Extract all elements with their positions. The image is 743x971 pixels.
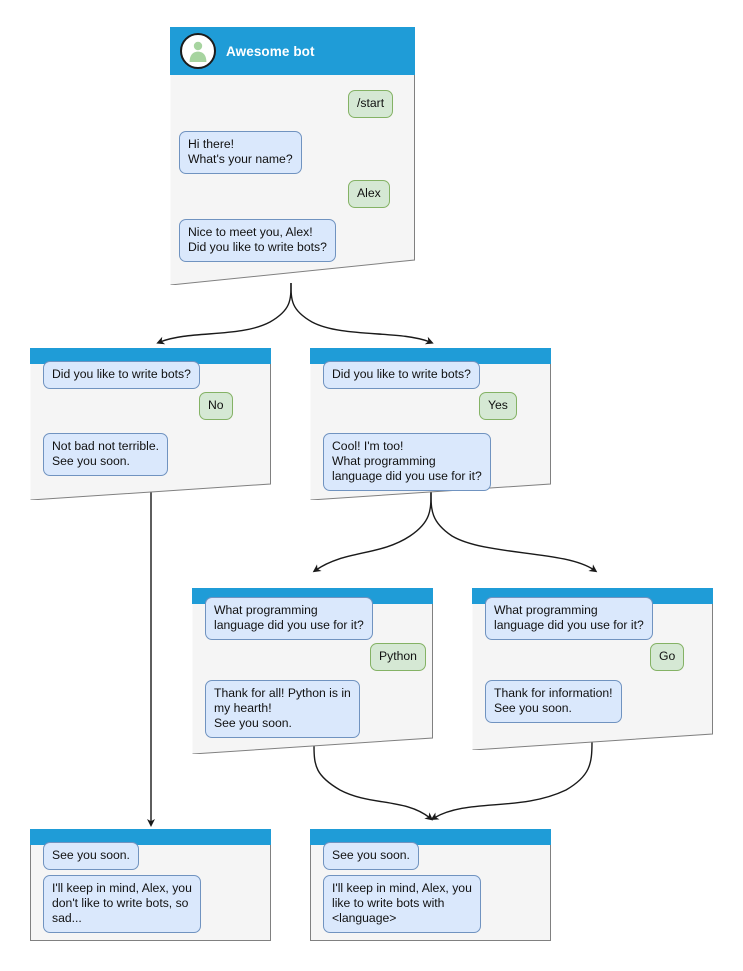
chat-window-end-sad[interactable]: See you soon. I'll keep in mind, Alex, y…: [30, 829, 271, 941]
message-bubble-bot: Not bad not terrible. See you soon.: [43, 433, 169, 476]
message-bubble-user: Yes: [479, 392, 517, 420]
window-header-bar: [30, 348, 271, 364]
message-bubble-user: Python: [370, 643, 426, 671]
message-bubble-user: Alex: [348, 180, 390, 208]
message-bubble-bot: Did you like to write bots?: [43, 361, 200, 389]
chat-window-go-branch[interactable]: What programming language did you use fo…: [472, 588, 713, 750]
edge-root-to-yes: [290, 282, 434, 345]
window-header-bar: Awesome bot: [170, 27, 415, 75]
window-header-bar: [310, 348, 551, 364]
message-bubble-bot: Nice to meet you, Alex! Did you like to …: [179, 219, 336, 262]
chat-window-no-branch[interactable]: Did you like to write bots? No Not bad n…: [30, 348, 271, 500]
message-bubble-user: Go: [650, 643, 685, 671]
message-bubble-user: /start: [348, 90, 394, 118]
message-bubble-bot: Did you like to write bots?: [323, 361, 480, 389]
edge-root-to-no: [156, 282, 292, 345]
message-bubble-bot: I'll keep in mind, Alex, you don't like …: [43, 875, 201, 933]
edge-python-to-end-happy: [313, 745, 434, 821]
message-bubble-user: No: [199, 392, 233, 420]
chat-window-yes-branch[interactable]: Did you like to write bots? Yes Cool! I'…: [310, 348, 551, 500]
message-bubble-bot: See you soon.: [43, 842, 139, 870]
chat-window-python-branch[interactable]: What programming language did you use fo…: [192, 588, 433, 754]
window-header-bar: [310, 829, 551, 845]
message-bubble-bot: What programming language did you use fo…: [485, 597, 653, 640]
edge-go-to-end-happy: [430, 741, 593, 821]
message-bubble-bot: See you soon.: [323, 842, 419, 870]
message-bubble-bot: Cool! I'm too! What programming language…: [323, 433, 491, 491]
message-bubble-bot: Thank for all! Python is in my hearth! S…: [205, 680, 360, 738]
edge-yes-to-go: [430, 491, 598, 573]
chat-window-root[interactable]: Awesome bot /start Hi there! What's your…: [170, 27, 415, 285]
edge-yes-to-python: [312, 491, 432, 573]
message-bubble-bot: Hi there! What's your name?: [179, 131, 302, 174]
window-title: Awesome bot: [226, 43, 315, 59]
message-bubble-bot: I'll keep in mind, Alex, you like to wri…: [323, 875, 481, 933]
message-bubble-bot: What programming language did you use fo…: [205, 597, 373, 640]
message-bubble-bot: Thank for information! See you soon.: [485, 680, 622, 723]
window-header-bar: [30, 829, 271, 845]
chat-window-end-happy[interactable]: See you soon. I'll keep in mind, Alex, y…: [310, 829, 551, 941]
person-avatar-icon: [180, 33, 216, 69]
